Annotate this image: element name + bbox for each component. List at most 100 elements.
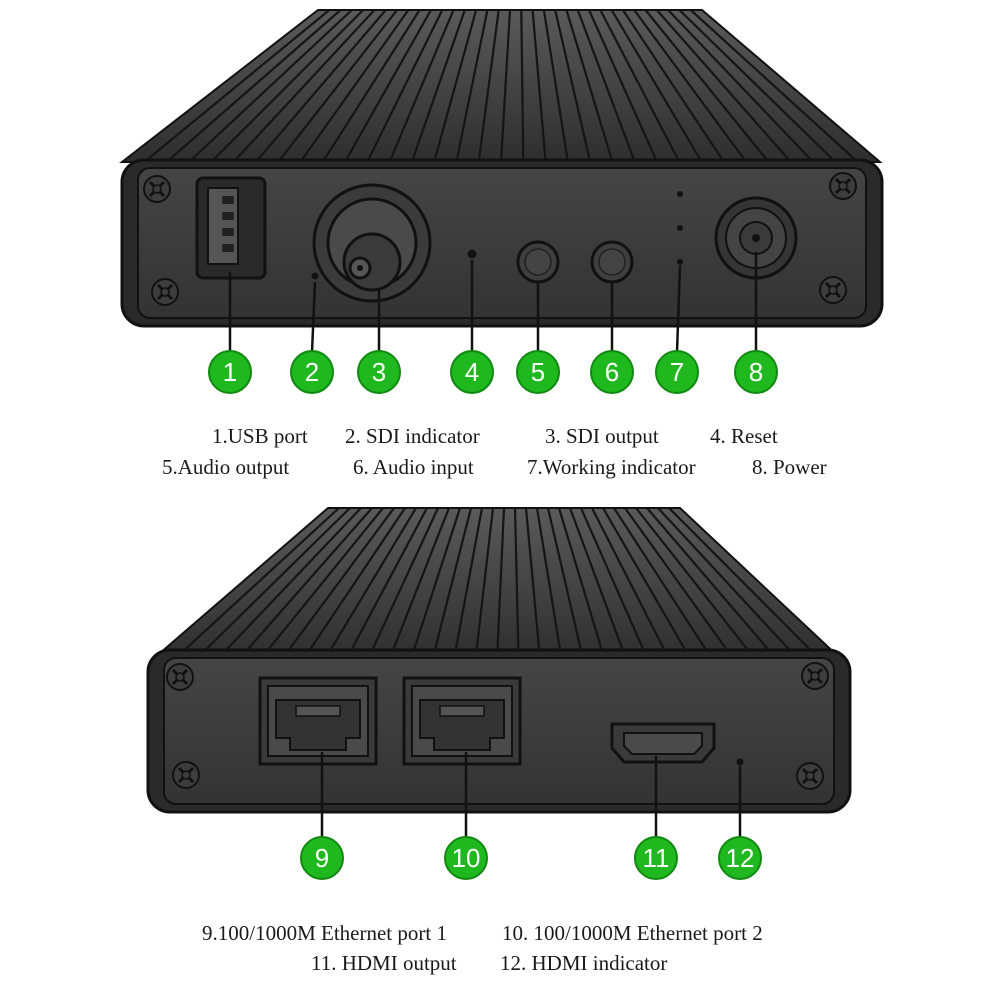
callout-badge <box>300 836 344 880</box>
callout-badge <box>634 836 678 880</box>
heatsink-fin-line <box>554 9 592 163</box>
heatsink-fin-line <box>610 9 703 163</box>
callout-badge <box>718 836 762 880</box>
heatsink-fin-line <box>557 507 606 661</box>
heatsink-fin-line <box>215 507 362 661</box>
heatsink-fin-line <box>431 507 473 661</box>
legend-working-indicator: 7.Working indicator <box>527 455 696 479</box>
heatsink-fin-line <box>299 9 410 163</box>
screw-icon <box>828 171 858 201</box>
heatsink-fin-line <box>624 507 736 661</box>
callout-number: 11 <box>643 843 670 873</box>
heatsink-fin-line <box>576 9 636 163</box>
callout-number: 9 <box>315 843 329 873</box>
heatsink-fin-line <box>237 507 373 661</box>
heatsink-fin-line <box>644 9 770 163</box>
heatsink-fin-line <box>542 9 569 163</box>
heatsink-fin-line <box>409 507 462 661</box>
callout-number: 8 <box>749 357 763 387</box>
screw-icon <box>165 662 195 692</box>
heatsink-fin-line <box>599 9 681 163</box>
heatsink-fin-line <box>165 9 342 163</box>
callout-number: 12 <box>726 843 755 873</box>
heatsink-fin-line <box>345 507 428 661</box>
legend-power: 8. Power <box>752 455 827 479</box>
heatsink-fin-line <box>366 9 444 163</box>
led-icon <box>736 758 744 766</box>
heatsink-fin-line <box>343 9 432 163</box>
legend-reset: 4. Reset <box>710 424 778 448</box>
heatsink-fin-line <box>410 9 466 163</box>
screw-icon <box>800 661 830 691</box>
audio-jack-icon <box>590 240 634 284</box>
heatsink-fin-line <box>321 9 421 163</box>
audio-jack-icon <box>516 240 560 284</box>
heatsink-fin-line <box>388 9 455 163</box>
heatsink-fin-line <box>579 507 649 661</box>
callout-badge <box>290 350 334 394</box>
usb-port-icon <box>195 176 267 280</box>
heatsink-fin-line <box>667 9 814 163</box>
heatsink-fin-line <box>172 507 340 661</box>
screw-icon <box>142 174 172 204</box>
callout-badge <box>590 350 634 394</box>
legend-hdmi-output: 11. HDMI output <box>311 951 457 975</box>
heatsink-fin-line <box>433 9 478 163</box>
heatsink-fin-line <box>613 507 714 661</box>
top-device-fins <box>143 9 859 163</box>
heatsink-fin-line <box>366 507 439 661</box>
top-device-panel <box>137 167 867 319</box>
heatsink-fin-line <box>657 507 800 661</box>
callout-number: 2 <box>305 357 319 387</box>
led-icon <box>467 249 477 259</box>
heatsink-fin-line <box>513 507 520 661</box>
screw-icon <box>795 761 825 791</box>
led-icon <box>677 191 683 197</box>
power-jack-icon <box>714 196 798 280</box>
rj45-port-icon <box>402 676 522 766</box>
heatsink-fin-line <box>602 507 693 661</box>
heatsink-fin-line <box>477 9 500 163</box>
heatsink-fin-line <box>689 9 859 163</box>
callout-leader-line <box>310 281 317 353</box>
callout-badge <box>516 350 560 394</box>
bottom-device-fins <box>172 507 822 661</box>
callout-number: 10 <box>452 843 481 873</box>
heatsink-fin-line <box>495 507 506 661</box>
callout-number: 6 <box>605 357 619 387</box>
heatsink-fin-line <box>232 9 376 163</box>
heatsink-fin-line <box>655 9 792 163</box>
callout-badge <box>734 350 778 394</box>
heatsink-fin-line <box>388 507 451 661</box>
heatsink-fin-line <box>323 507 417 661</box>
heatsink-fin-line <box>302 507 406 661</box>
legend-hdmi-indicator: 12. HDMI indicator <box>500 951 668 975</box>
top-device <box>119 9 884 328</box>
callout-number: 1 <box>223 357 237 387</box>
heatsink-fin-line <box>635 507 757 661</box>
heatsink-fin-line <box>143 9 330 163</box>
heatsink-fin-line <box>535 507 563 661</box>
heatsink-fin-line <box>622 9 725 163</box>
heatsink-fin-line <box>474 507 495 661</box>
led-icon <box>677 259 683 265</box>
callout-number: 3 <box>372 357 386 387</box>
heatsink-fin-line <box>668 507 822 661</box>
heatsink-fin-line <box>568 507 628 661</box>
heatsink-fin-line <box>565 9 614 163</box>
heatsink-fin-line <box>524 507 542 661</box>
callout-leader-line <box>675 265 682 353</box>
heatsink-fin-line <box>633 9 748 163</box>
legend-sdi-output: 3. SDI output <box>545 424 659 448</box>
heatsink-fin-line <box>588 9 659 163</box>
heatsink-fin-line <box>646 507 779 661</box>
led-icon <box>311 272 319 280</box>
callout-badge <box>655 350 699 394</box>
heatsink-fin-line <box>277 9 398 163</box>
hdmi-port-icon <box>610 722 716 764</box>
heatsink-fin-line <box>452 507 484 661</box>
callout-number: 4 <box>465 357 479 387</box>
legend-audio-output: 5.Audio output <box>162 455 290 479</box>
callout-badge <box>357 350 401 394</box>
